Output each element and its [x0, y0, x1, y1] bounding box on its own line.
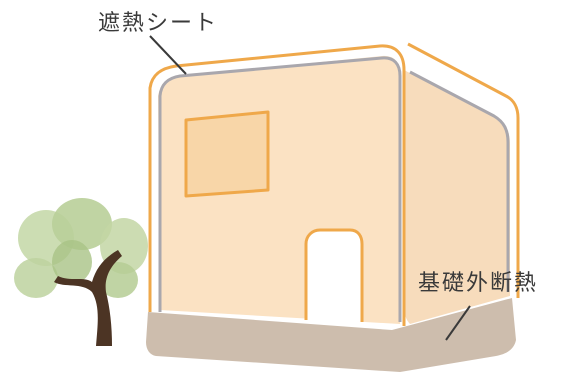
house-side-wall: [404, 70, 510, 324]
foundation-insulation-leader-line: [445, 305, 471, 341]
heat-shield-sheet-label: 遮熱シート: [98, 11, 218, 36]
heat-shield-sheet-orange-front: [148, 44, 406, 326]
heat-shield-sheet-orange-side: [407, 42, 520, 298]
foundation-exterior-insulation-label: 基礎外断熱: [418, 271, 538, 296]
tree-illustration: [14, 198, 148, 346]
house-door: [304, 228, 364, 322]
heat-shield-sheet-leader-line: [149, 35, 187, 75]
heat-shield-sheet-gray-front: [158, 56, 402, 322]
tree-trunk: [54, 250, 122, 346]
foundation-insulation: [146, 298, 516, 372]
tree-leaf: [52, 198, 112, 250]
tree-leaf: [52, 240, 92, 284]
heat-shield-sheet-gray-side: [409, 70, 510, 292]
house-window: [184, 110, 270, 198]
tree-leaf: [14, 258, 58, 298]
